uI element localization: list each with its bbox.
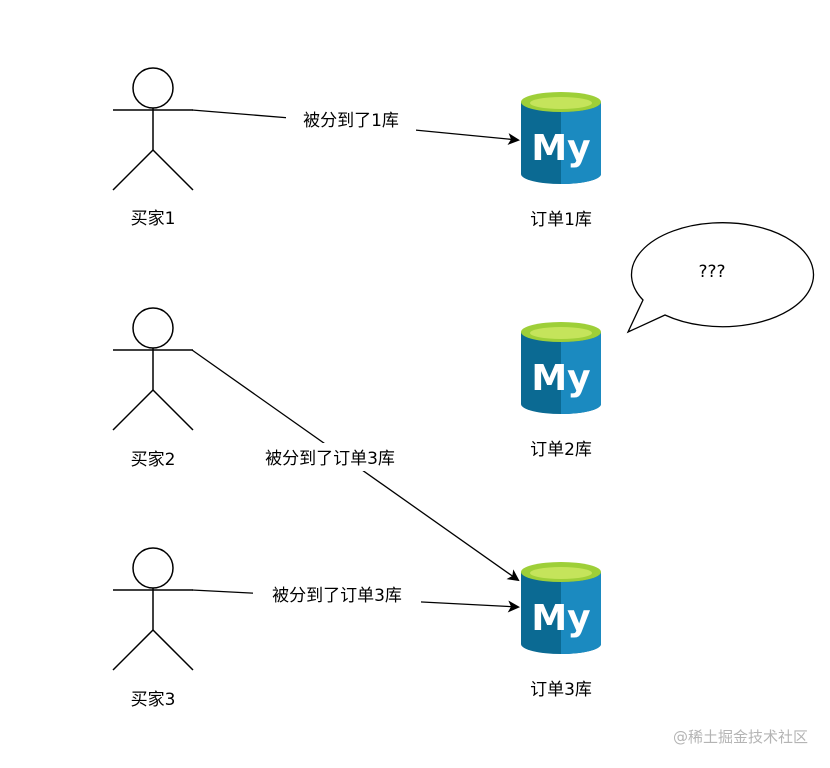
database-label-1: 订单1库 — [530, 210, 592, 230]
svg-text:被分到了订单3库: 被分到了订单3库 — [272, 586, 402, 606]
buyer-label-3: 买家3 — [131, 690, 176, 710]
buyer-actor-3: 买家3 — [112, 547, 194, 710]
edge-label-2: 被分到了订单3库 — [246, 443, 414, 471]
buyer-label-2: 买家2 — [131, 450, 176, 470]
database-label-2: 订单2库 — [530, 440, 592, 460]
database-label-3: 订单3库 — [530, 680, 592, 700]
buyer-actor-1: 买家1 — [112, 67, 194, 229]
edge-label-1: 被分到了1库 — [286, 106, 416, 132]
database-2: My 订单2库 — [521, 322, 601, 460]
svg-text:被分到了订单3库: 被分到了订单3库 — [265, 449, 395, 469]
database-3: My 订单3库 — [521, 562, 601, 700]
speech-bubble: ??? — [626, 222, 815, 334]
watermark-text: @稀土掘金技术社区 — [673, 728, 808, 746]
buyer-actor-2: 买家2 — [112, 307, 194, 470]
callout-text: ??? — [698, 262, 725, 282]
edge-label-3: 被分到了订单3库 — [253, 581, 421, 607]
buyer-label-1: 买家1 — [131, 209, 176, 229]
mysql-logo-text: My — [531, 598, 590, 639]
mysql-logo-text: My — [531, 358, 590, 399]
database-1: My 订单1库 — [521, 92, 601, 230]
mysql-logo-text: My — [531, 128, 590, 169]
svg-text:被分到了1库: 被分到了1库 — [303, 111, 399, 131]
